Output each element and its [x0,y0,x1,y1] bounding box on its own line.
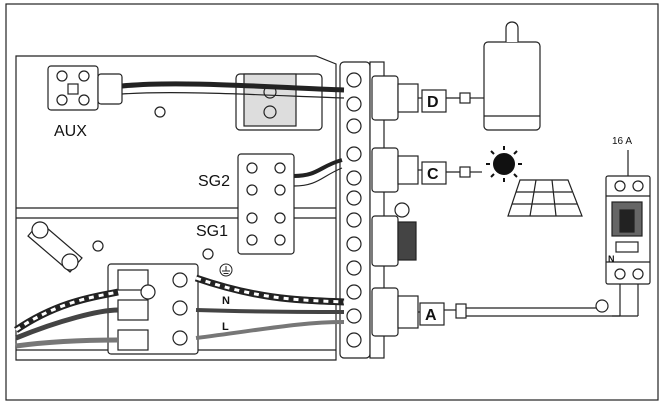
circuit-breaker-icon [605,150,651,285]
aux-terminal [47,65,345,118]
sun-icon [486,146,522,182]
connector-c [418,161,482,185]
l-wire-label: L [222,321,229,333]
n-wire-label: N [222,295,230,307]
diagram-frame [5,3,659,401]
sg1-label: SG1 [196,223,228,240]
aux-label: AUX [54,123,87,140]
sg2-label: SG2 [198,173,230,190]
gland-c [346,146,419,206]
connector-c-label: C [427,166,439,183]
ground-icon [219,263,233,277]
power-cables [14,274,345,349]
gland-blank [346,202,417,276]
breaker-rating-label: 16 A [612,136,632,147]
water-heater-icon [483,21,541,131]
connector-a [418,278,639,326]
sg-terminal-block [237,153,343,255]
cable-gland-column [339,61,419,359]
breaker-n-label: N [608,254,615,264]
connector-d [418,89,484,113]
power-terminal-block [107,263,199,355]
connector-a-label: A [425,307,437,324]
solar-panel-icon [507,179,583,217]
gland-d [346,72,419,134]
mounting-bracket [27,221,214,273]
connector-d-label: D [427,94,439,111]
